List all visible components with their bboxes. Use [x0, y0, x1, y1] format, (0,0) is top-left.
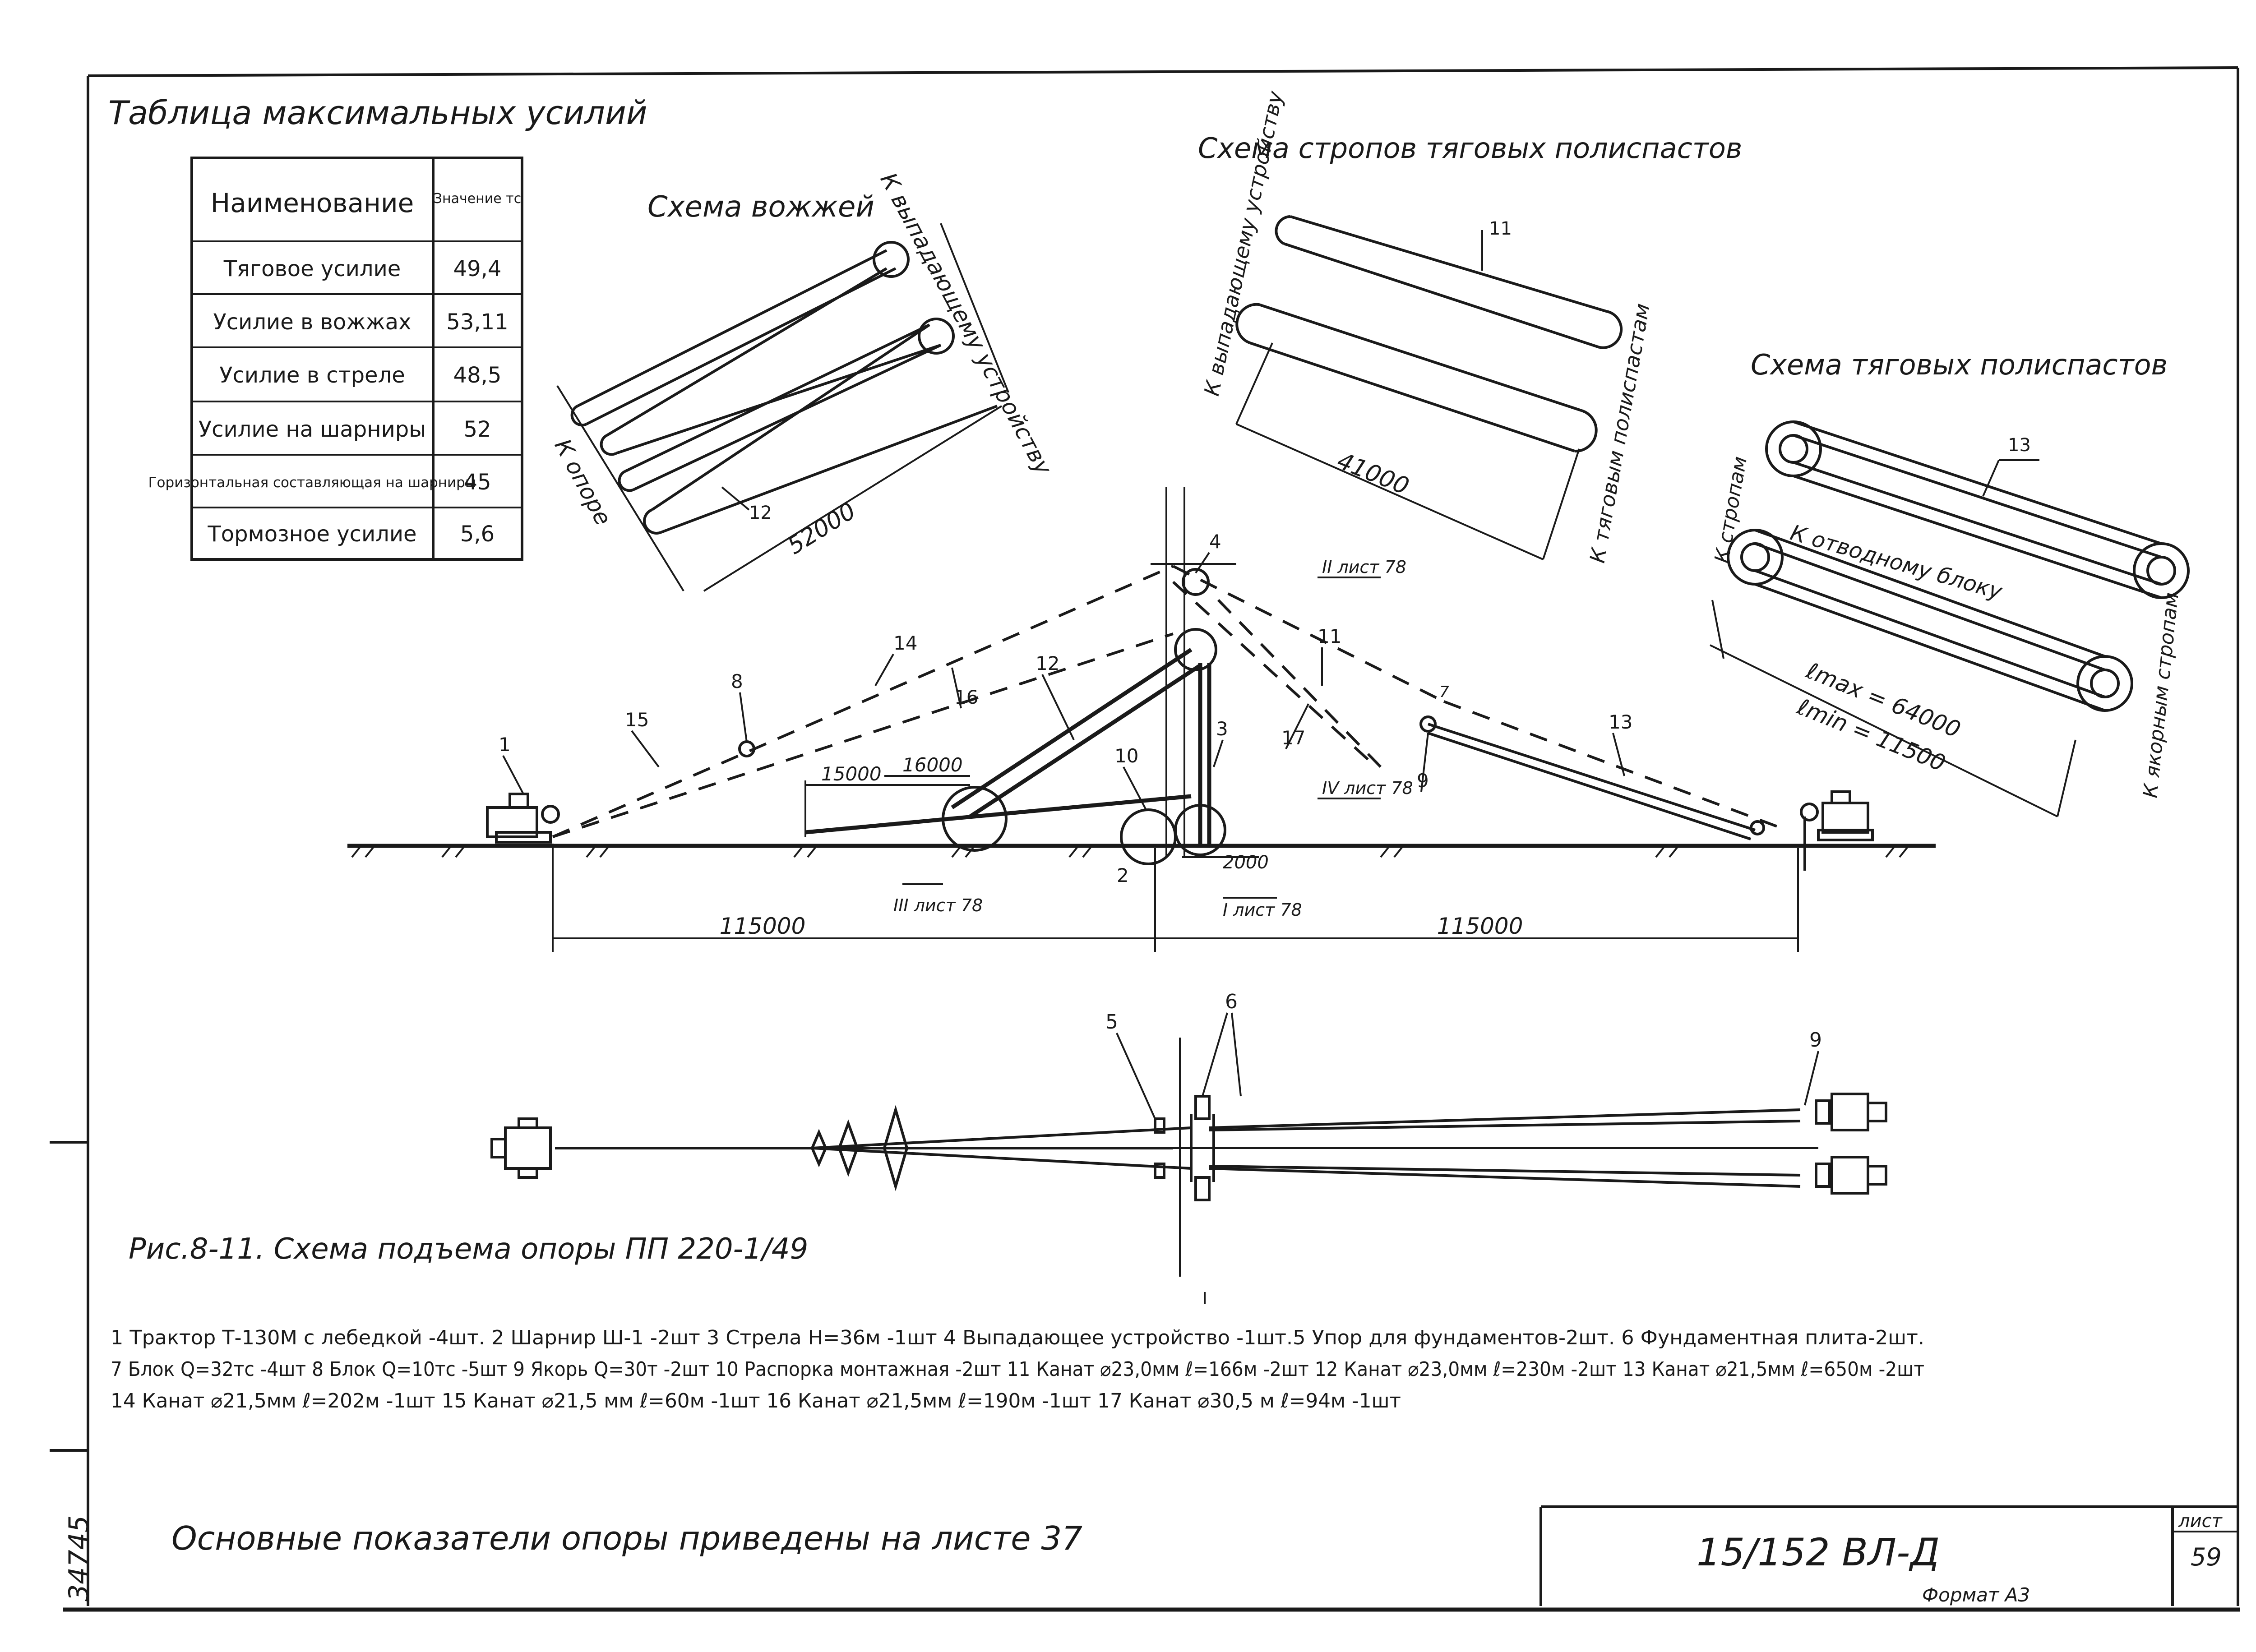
table-row-value: 48,5: [453, 363, 502, 388]
plan-axis-label: I: [1202, 1289, 1207, 1308]
boom: [805, 648, 1211, 846]
legend-line: 14 Канат ⌀21,5мм ℓ=202м -1шт 15 Канат ⌀2…: [111, 1389, 1401, 1412]
plan-tractor-right-bottom: [1815, 1156, 1887, 1195]
table-row-name: Усилие в стреле: [219, 363, 405, 388]
pulley-scheme: Схема тяговых полиспастов К стропам К от…: [1710, 348, 2190, 817]
slings-scheme-title: Схема стропов тяговых полиспастов: [1198, 132, 1742, 165]
pulley-label-anchor: К якорным стропам: [2139, 591, 2183, 799]
plan-leaders: [1116, 1012, 1819, 1119]
callout-15: 15: [625, 709, 649, 731]
legend-line: 1 Трактор Т-130М с лебедкой -4шт. 2 Шарн…: [111, 1326, 1924, 1349]
plan-callout-5: 5: [1105, 1011, 1118, 1034]
sheet-label: лист: [2178, 1511, 2223, 1532]
callout-3: 3: [1216, 718, 1228, 740]
table-header-name: Наименование: [211, 188, 414, 218]
tractor-left: [486, 793, 560, 844]
callout-8: 8: [731, 670, 743, 692]
callout-leaders: [502, 552, 1625, 810]
table-row-name: Усилие на шарниры: [199, 417, 426, 442]
callout-1: 1: [499, 734, 511, 756]
sheet-number: 59: [2191, 1543, 2222, 1571]
table-header-value: Значение тс: [434, 191, 522, 207]
table-row-name: Тормозное усилие: [207, 521, 416, 547]
table-row-value: 45: [463, 470, 491, 495]
callout-10: 10: [1114, 745, 1138, 767]
ref-I: I лист 78: [1223, 900, 1302, 920]
plan-cones: [810, 1105, 909, 1191]
slings-scheme: Схема стропов тяговых полиспастов К выпа…: [1198, 89, 1742, 565]
pulley-line: [1428, 723, 1756, 840]
footer-note: Основные показатели опоры приведены на л…: [171, 1519, 1082, 1557]
ref-III: III лист 78: [893, 895, 983, 915]
dim-right: 115000: [1437, 913, 1523, 939]
callouts: 1 2 3 4 8 9 10 11 12 13 14 15 16 17: [499, 531, 1632, 886]
callout-14: 14: [893, 632, 917, 654]
callout-4: 4: [1209, 531, 1221, 553]
ref-IV: IV лист 78: [1322, 778, 1413, 798]
dimension-lines: [552, 577, 1799, 952]
plan-cables: [555, 1108, 1801, 1188]
plan-callout-9: 9: [1809, 1029, 1822, 1052]
callout-11: 11: [1318, 625, 1341, 647]
legend-line: 7 Блок Q=32тс -4шт 8 Блок Q=10тс -5шт 9 …: [111, 1358, 1924, 1381]
plan-foundations: [1154, 1095, 1215, 1201]
table-row-value: 49,4: [453, 256, 502, 281]
label-7: 7: [1439, 683, 1449, 701]
reins-label-device: К выпадающему устройству: [875, 168, 1057, 480]
sheet-frame: [50, 66, 2240, 1612]
pulley-blocks: [738, 568, 1765, 865]
side-number: 34745: [63, 1515, 95, 1601]
cables-dashed: [552, 565, 1788, 838]
callout-13: 13: [1609, 711, 1632, 733]
table-row-name: Тяговое усилие: [223, 256, 401, 281]
ref-II: II лист 78: [1322, 557, 1406, 577]
dim-16000: 16000: [902, 754, 963, 776]
table-row-value: 5,6: [460, 521, 495, 547]
tractor-right: [1800, 790, 1874, 871]
table-row-name: Горизонтальная составляющая на шарниры: [148, 475, 476, 491]
table-title: Таблица максимальных усилий: [108, 94, 647, 132]
format-label: Формат А3: [1922, 1584, 2030, 1606]
plan-callout-6: 6: [1225, 990, 1238, 1013]
plan-tractor-right-top: [1815, 1093, 1887, 1131]
pulley-item-label: 13: [2008, 435, 2031, 456]
doc-code: 15/152 ВЛ-Д: [1697, 1530, 1940, 1574]
table-row-name: Усилие в вожжах: [213, 309, 411, 335]
pulley-scheme-title: Схема тяговых полиспастов: [1751, 348, 2168, 381]
slings-item-label: 11: [1489, 218, 1512, 239]
callout-2: 2: [1117, 864, 1129, 886]
pulley-label-block: К отводному блоку: [1788, 520, 2005, 605]
slings-dimension: 41000: [1333, 447, 1413, 500]
reins-scheme: Схема вожжей К выпадающему устройству К …: [549, 168, 1057, 592]
plan-view: 5 6 9 I: [490, 990, 1887, 1308]
dim-15000: 15000: [821, 763, 882, 785]
reins-item-label: 12: [749, 503, 772, 523]
figure-caption: Рис.8-11. Схема подъема опоры ПП 220-1/4…: [129, 1232, 808, 1266]
elevation-view: 115000 115000 15000 16000 2000 II лист 7…: [347, 487, 1936, 952]
callout-12: 12: [1036, 652, 1059, 674]
dim-2000: 2000: [1223, 852, 1269, 873]
reins-label-support: К опоре: [549, 434, 616, 530]
tower-outline: [1151, 487, 1236, 857]
table-row-value: 52: [463, 417, 491, 442]
table-row-value: 53,11: [446, 309, 508, 335]
max-forces-table: Таблица максимальных усилий Наименование…: [108, 94, 647, 561]
callout-17: 17: [1281, 727, 1305, 749]
reins-dimension: 52000: [783, 497, 860, 560]
plan-tractor-left: [490, 1117, 552, 1179]
dim-left: 115000: [720, 913, 806, 939]
legend: 1 Трактор Т-130М с лебедкой -4шт. 2 Шарн…: [111, 1326, 1924, 1412]
reins-scheme-title: Схема вожжей: [647, 190, 874, 224]
